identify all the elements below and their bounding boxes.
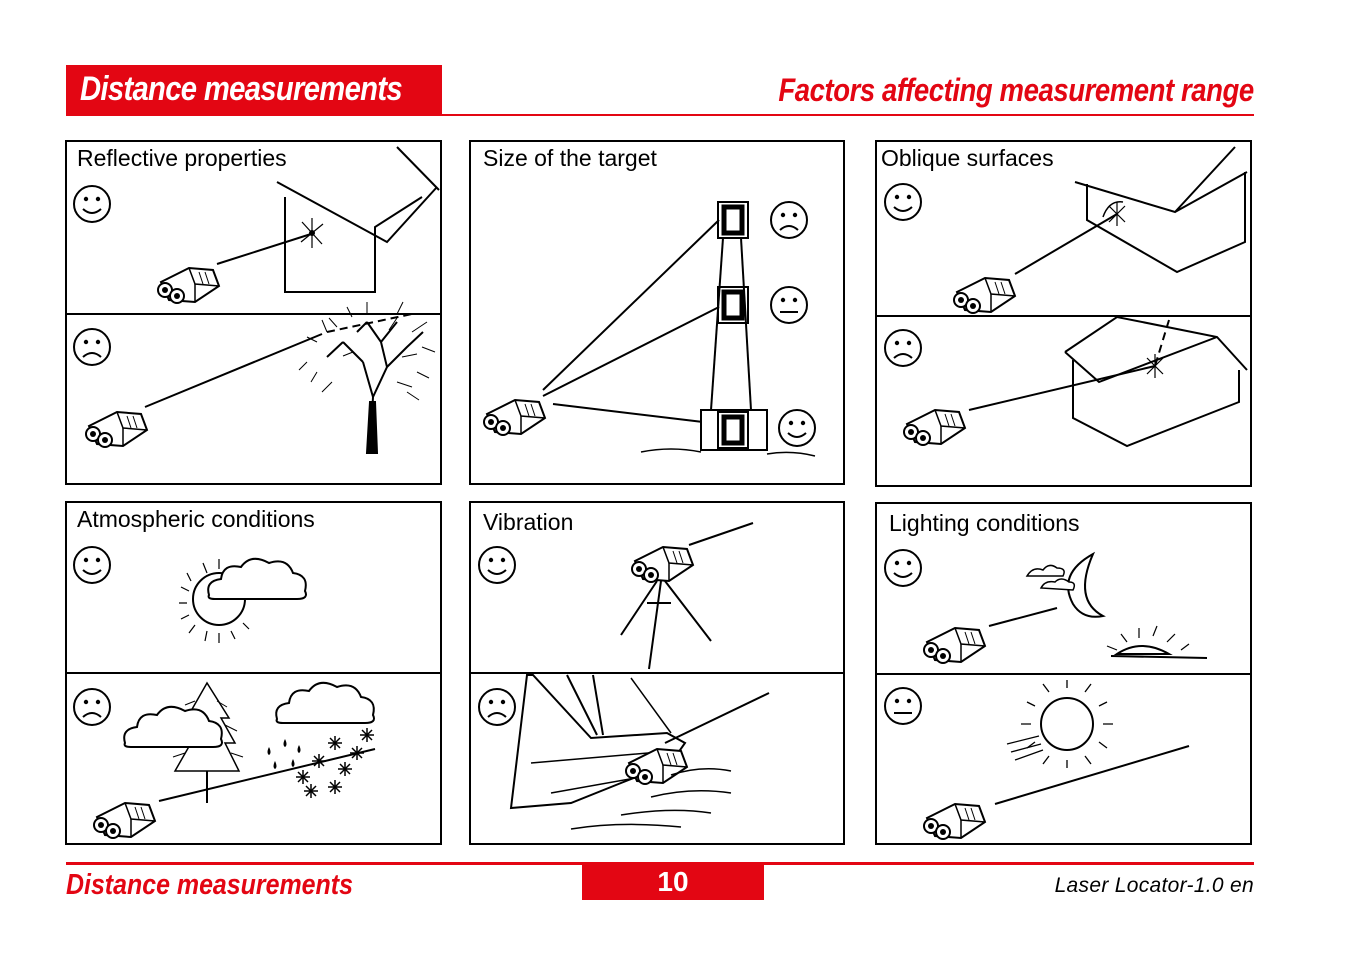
panel-size-of-target: Size of the target (469, 140, 845, 485)
panel-title: Oblique surfaces (881, 145, 1056, 171)
panel-vibration: Vibration (469, 501, 845, 845)
atmospheric-conditions-illustration (67, 546, 440, 839)
panel-title: Size of the target (483, 145, 657, 171)
page-subtitle: Factors affecting measurement range (778, 72, 1255, 108)
panel-reflective-properties: Reflective properties (65, 140, 442, 485)
oblique-surfaces-illustration (877, 146, 1250, 448)
footer-product-label: Laser Locator-1.0 en (1054, 874, 1254, 897)
vibration-illustration (471, 522, 843, 830)
panel-title: Atmospheric conditions (77, 506, 315, 532)
panel-atmospheric-conditions: Atmospheric conditions (65, 501, 442, 845)
page-title: Distance measurements (80, 70, 403, 108)
reflective-properties-illustration (67, 146, 440, 454)
page-number: 10 (582, 864, 764, 900)
size-of-target-illustration (483, 142, 816, 457)
panel-lighting-conditions: Lighting conditions (875, 502, 1252, 845)
header-rule (66, 114, 1254, 116)
footer-rule (66, 862, 1254, 865)
panel-oblique-surfaces: Oblique surfaces (875, 140, 1252, 487)
lighting-conditions-illustration (877, 549, 1250, 840)
footer-section-title: Distance measurements (66, 869, 353, 901)
header-title-bar (66, 65, 442, 115)
panel-title: Vibration (483, 509, 574, 535)
panel-title: Lighting conditions (889, 510, 1080, 536)
panel-title: Reflective properties (77, 145, 287, 171)
